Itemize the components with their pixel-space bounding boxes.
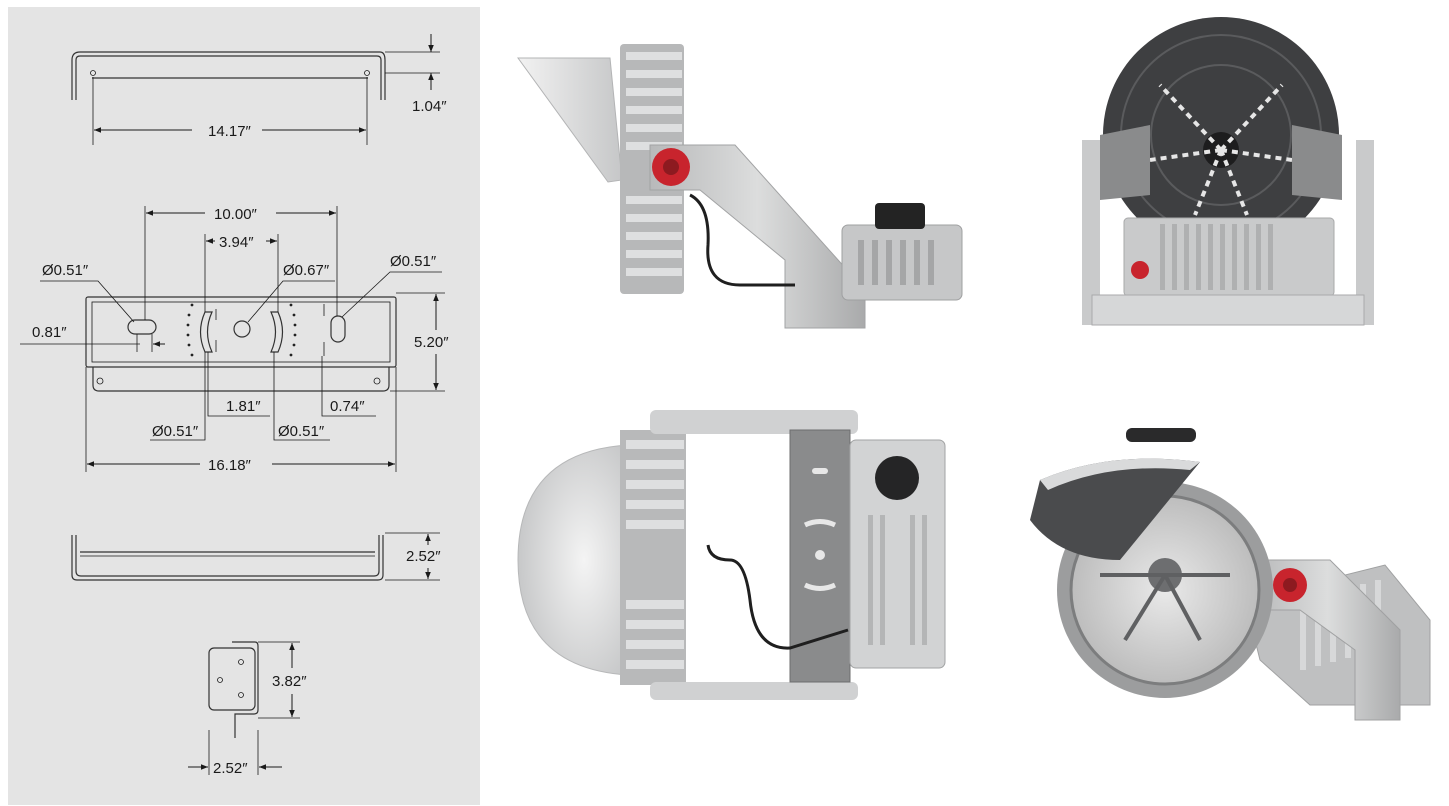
dim-dia-center: Ø0.67″ [283,262,330,279]
dim-hole-span: 10.00″ [214,206,258,223]
dim-slot-span: 3.94″ [219,234,254,251]
bracket-end-view: 3.82″ 2.52″ [188,641,307,777]
dim-overall-width: 16.18″ [208,457,252,474]
dim-end-height: 3.82″ [272,673,307,690]
bracket-top-view: 1.04″ 14.17″ [71,34,447,145]
dim-side-depth: 2.52″ [406,548,441,565]
dim-end-width: 2.52″ [213,760,248,777]
dimension-drawing-panel [8,7,480,805]
bracket-plate-view: 10.00″ 3.94″ Ø0.51″ Ø0.67″ Ø0.51″ 0.81″ … [20,206,449,474]
dim-dia-bottom-right: Ø0.51″ [278,423,325,440]
dim-plate-height: 5.20″ [414,334,449,351]
side-view [517,44,963,329]
dim-slot-offset: 1.81″ [226,398,261,415]
dim-dia-right: Ø0.51″ [390,253,437,270]
bracket-side-view: 2.52″ [71,532,441,581]
dim-right-offset: 0.74″ [330,398,365,415]
perspective-view [1030,428,1431,721]
dim-left-offset: 0.81″ [32,324,67,341]
dim-dia-bottom-left: Ø0.51″ [152,423,199,440]
rear-view [1082,17,1374,326]
top-view [517,410,946,700]
dim-dia-left: Ø0.51″ [42,262,89,279]
dim-top-height: 1.04″ [412,98,447,115]
dim-top-width: 14.17″ [208,123,252,140]
